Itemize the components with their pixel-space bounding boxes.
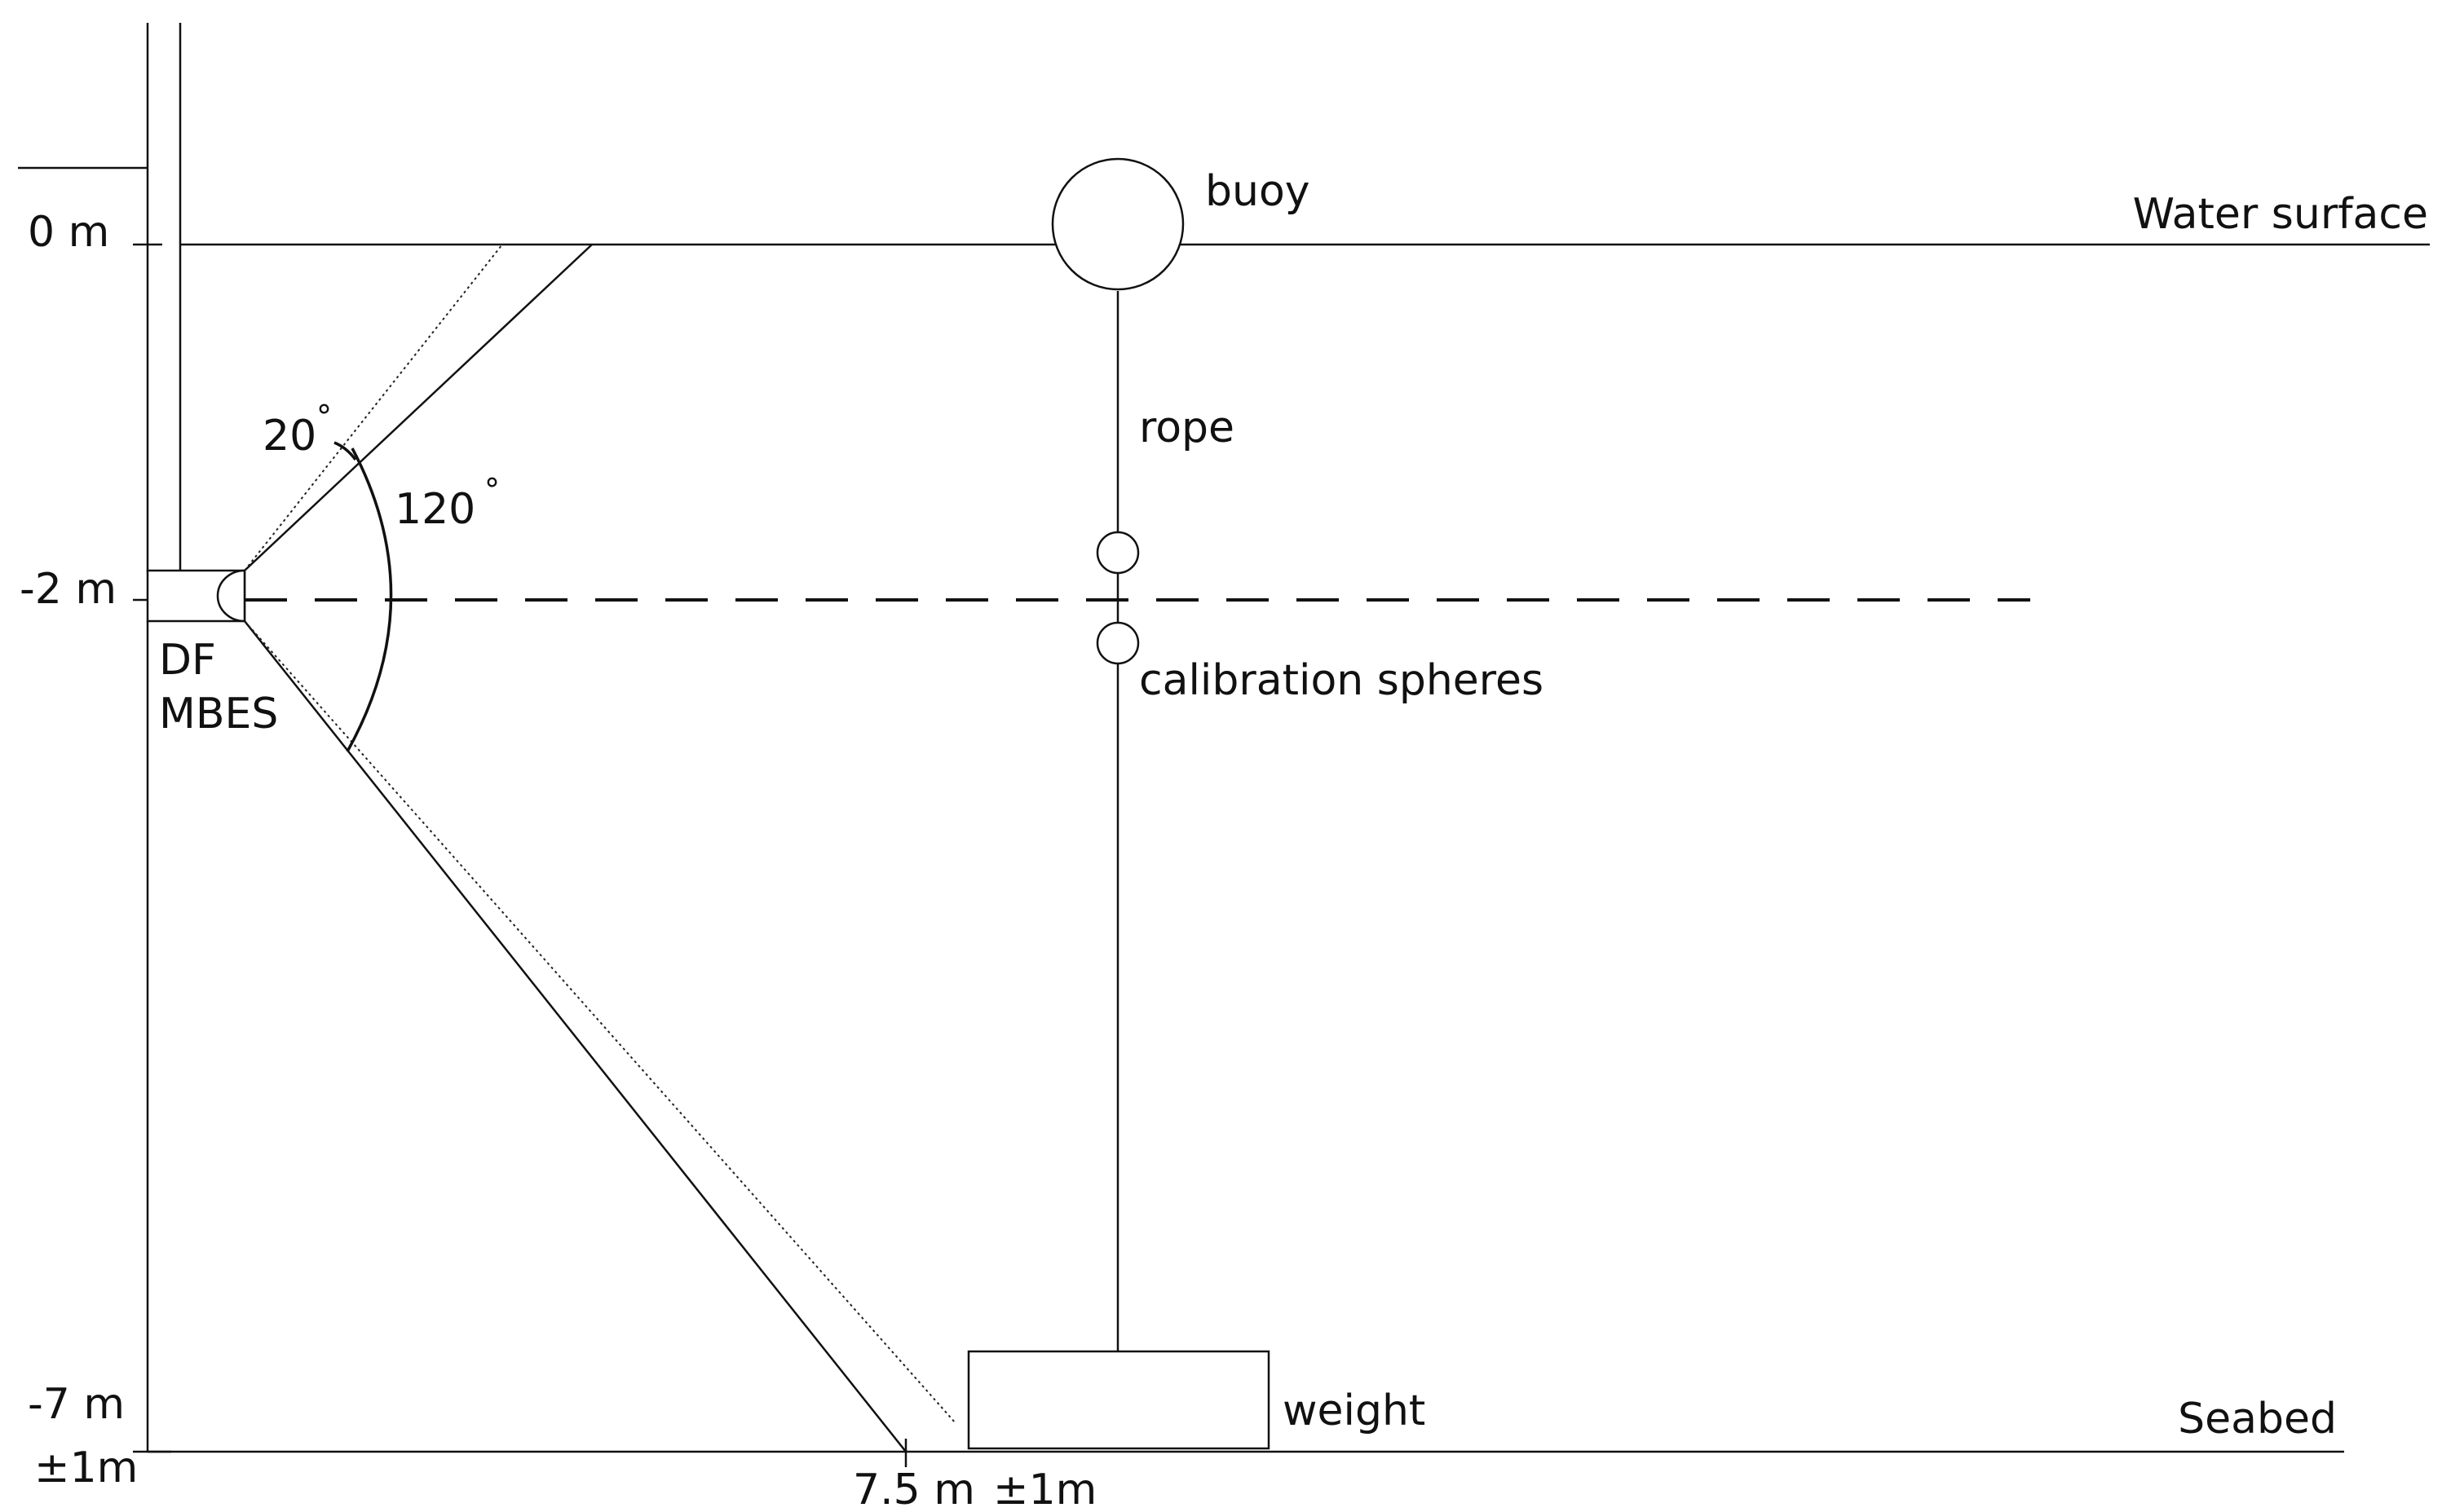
beam-upper-dotted: [244, 244, 503, 571]
swath-angle-label: 120: [395, 485, 475, 534]
calibration-sphere-upper: [1096, 531, 1140, 575]
beam-upper-edge: [244, 244, 593, 571]
calibration-spheres-label: calibration spheres: [1139, 656, 1543, 705]
depth-label-tolerance: ±1m: [34, 1444, 138, 1492]
swath-angle-arc: [346, 447, 393, 752]
beam-lower-dotted: [244, 620, 956, 1424]
sonar-label-df: DF: [159, 636, 216, 685]
depth-label-0m: 0 m: [28, 208, 109, 257]
weight-label: weight: [1283, 1386, 1425, 1435]
seabed-label: Seabed: [2178, 1395, 2337, 1444]
swath-angle-degree: °: [484, 472, 500, 508]
buoy-label: buoy: [1205, 167, 1310, 216]
beam-lower-edge: [244, 620, 907, 1452]
sonar-transducer: [216, 569, 246, 623]
tilt-angle-degree: °: [316, 399, 332, 434]
sonar-label-mbes: MBES: [159, 690, 278, 738]
weight-block: [967, 1350, 1270, 1450]
distance-tolerance-label: ±1m: [993, 1466, 1097, 1512]
tilt-angle-arc: [333, 441, 357, 461]
buoy-shape: [1051, 157, 1185, 291]
tilt-angle-label: 20: [263, 412, 316, 461]
water-surface-label: Water surface: [2133, 190, 2428, 239]
depth-label-minus2m: -2 m: [20, 565, 117, 614]
rope-label: rope: [1139, 403, 1234, 452]
distance-label: 7.5 m: [853, 1466, 975, 1512]
depth-label-minus7m: -7 m: [28, 1380, 125, 1429]
calibration-sphere-lower: [1096, 621, 1140, 665]
